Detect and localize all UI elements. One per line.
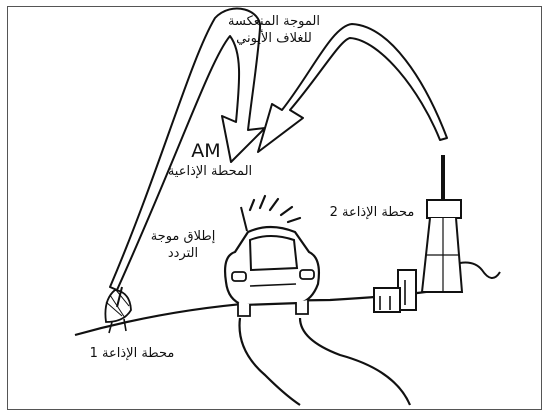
frequency-release-line2: التردد xyxy=(143,245,223,262)
station-2-label: محطة الإذاعة 2 xyxy=(322,204,422,221)
building-short xyxy=(374,288,400,312)
reflected-wave-line2: للغلاف الأيوني xyxy=(226,30,322,47)
signal-lines xyxy=(250,196,300,222)
road-right-edge xyxy=(300,318,410,405)
frequency-release-line1: إطلاق موجة xyxy=(143,228,223,245)
am-station-label: المحطة الإذاعية xyxy=(160,163,260,180)
frequency-release-label: إطلاق موجة التردد xyxy=(143,228,223,262)
reflected-wave-label: الموجة المنعكسة للغلاف الأيوني xyxy=(226,13,322,47)
car-icon xyxy=(225,207,319,316)
station-1-label: محطة الإذاعة 1 xyxy=(82,345,182,362)
reflected-wave-line1: الموجة المنعكسة xyxy=(226,13,322,30)
am-label: AM xyxy=(186,140,226,162)
tower-cabin xyxy=(427,200,461,218)
road-left-edge xyxy=(240,318,300,405)
